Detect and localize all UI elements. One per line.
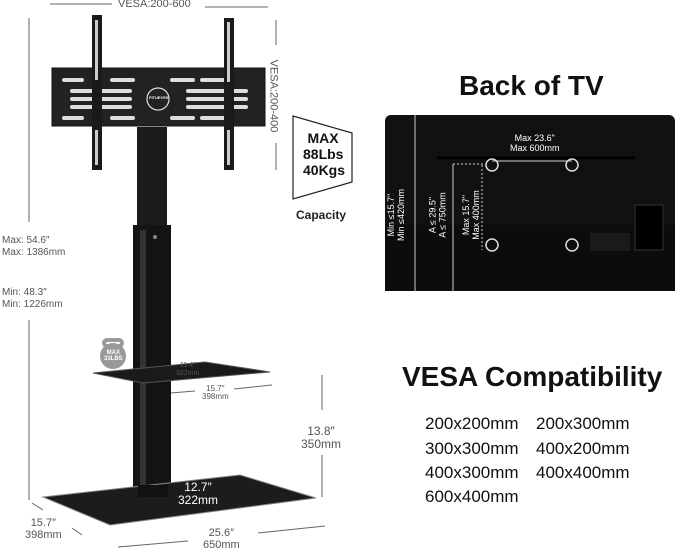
vesa-size: 400x200mm — [536, 439, 630, 458]
base-width-label: 25.6″650mm — [203, 527, 240, 551]
capacity-line1: MAX — [307, 130, 339, 146]
back-of-tv-title: Back of TV — [459, 70, 604, 101]
capacity-text: MAX 88Lbs 40Kgs — [303, 130, 346, 178]
vesa-holes — [485, 158, 579, 252]
vesa-size: 200x200mm — [425, 414, 519, 433]
shelf-height-label: 13.8″350mm — [301, 424, 342, 451]
vesa-compat-title: VESA Compatibility — [402, 361, 663, 392]
vesa-size: 400x300mm — [425, 463, 519, 482]
capacity-line2: 88Lbs — [303, 146, 344, 162]
tv-stand-illustration — [28, 3, 353, 548]
tv-a-dimension-label: A ≤ 29.5"A ≤ 750mm — [427, 192, 448, 238]
tv-back-illustration — [385, 115, 675, 291]
brand-logo-text: FITUEYES — [149, 95, 169, 100]
shelf — [92, 361, 271, 384]
vesa-size: 400x400mm — [536, 463, 630, 482]
vesa-size: 600x400mm — [425, 487, 519, 506]
tv-max-height-label: Max 15.7"Max 400mm — [460, 190, 481, 240]
upper-column — [137, 127, 167, 227]
mount-arm-left — [92, 15, 102, 170]
tv-min-height-label: Min ≤15.7"Min ≤420mm — [385, 189, 406, 241]
base-inner-depth-label: 12.7″322mm — [178, 480, 219, 507]
base-depth-label: 15.7″398mm — [25, 517, 62, 541]
vesa-horizontal-label: VESA:200-600 — [118, 0, 191, 10]
max-height-label: Max: 54.6″Max: 1386mm — [2, 235, 66, 258]
vesa-size: 200x300mm — [536, 414, 630, 433]
vesa-size: 300x300mm — [425, 439, 519, 458]
lower-column — [133, 225, 171, 500]
capacity-badge — [292, 115, 353, 200]
mount-arm-right — [224, 18, 234, 170]
kettlebell-icon — [100, 338, 126, 369]
capacity-line3: 40Kgs — [303, 162, 346, 178]
vesa-vertical-label: VESA:200-400 — [267, 59, 280, 133]
glass-base — [41, 474, 317, 526]
capacity-label: Capacity — [296, 208, 347, 222]
shelf-width-label: 15.7″398mm — [202, 384, 229, 401]
tv-max-width-label: Max 23.6"Max 600mm — [510, 133, 560, 153]
min-height-label: Min: 48.3″Min: 1226mm — [2, 287, 63, 310]
brand-logo — [146, 87, 170, 111]
shelf-depth-label: 11.4″322mm — [176, 362, 200, 377]
